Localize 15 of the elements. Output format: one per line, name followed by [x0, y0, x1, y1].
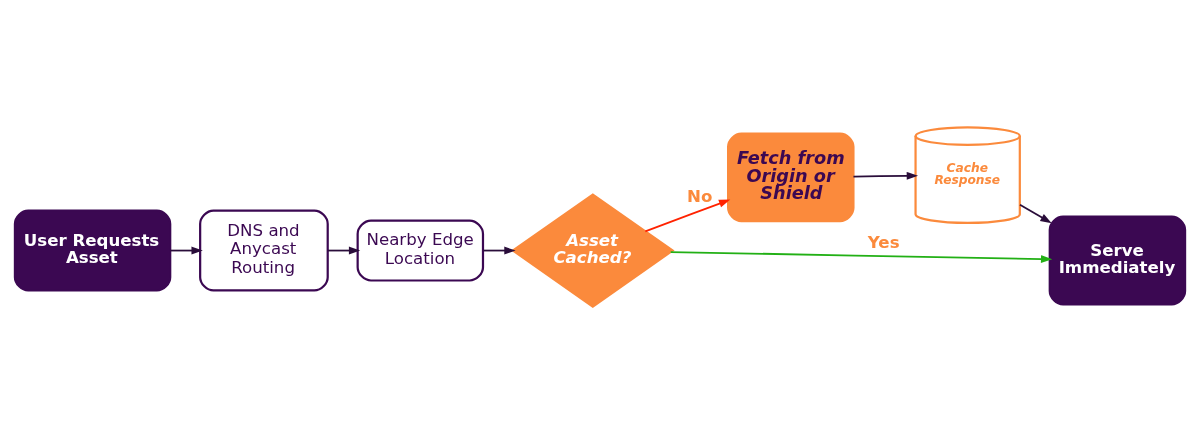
node-box: DNS and Anycast Routing: [199, 209, 329, 292]
node-box: Fetch from Origin or Shield: [727, 132, 855, 223]
edge-label: No: [687, 186, 713, 206]
arrow: [669, 251, 1053, 264]
edge-label: Yes: [867, 233, 900, 253]
arrow: [644, 199, 731, 233]
arrow: [482, 246, 516, 255]
arrow: [169, 246, 203, 255]
node-box: Serve Immediately: [1048, 215, 1187, 306]
node-box: Nearby Edge Location: [356, 219, 485, 282]
node-box: User Requests Asset: [13, 209, 172, 292]
node-diamond: Asset Cached?: [511, 193, 675, 308]
arrow: [1019, 203, 1052, 224]
arrow: [326, 246, 361, 255]
arrow: [852, 171, 919, 180]
